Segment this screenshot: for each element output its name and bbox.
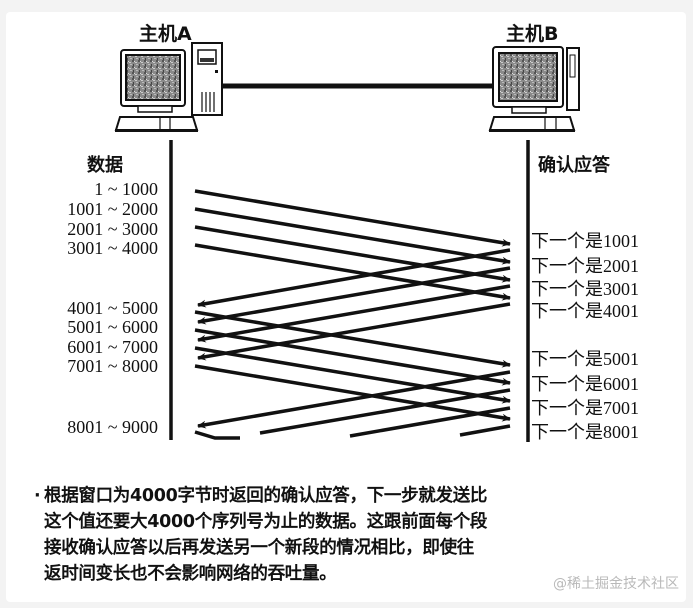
data-segment-label: 4001 ~ 5000 xyxy=(67,298,158,318)
data-segment-label: 3001 ~ 4000 xyxy=(67,238,158,258)
caption-line: 返时间变长也不会影响网络的吞吐量。 xyxy=(44,564,337,584)
data-segment-label: 7001 ~ 8000 xyxy=(67,356,158,376)
caption-line: 这个值还要大4000个序列号为止的数据。这跟前面每个段 xyxy=(44,512,488,532)
data-segment-label: 6001 ~ 7000 xyxy=(67,337,158,357)
caption-line: 根据窗口为4000字节时返回的确认应答，下一步就发送比 xyxy=(44,486,488,506)
data-column-title: 数据 xyxy=(87,155,123,176)
data-segment-label: 2001 ~ 3000 xyxy=(67,219,158,239)
ack-column-title: 确认应答 xyxy=(538,155,610,176)
host-b-label: 主机B xyxy=(506,23,559,45)
data-segment-label: 1 ~ 1000 xyxy=(94,179,158,199)
bullet-marker: · xyxy=(34,486,41,506)
watermark: @稀土掘金技术社区 xyxy=(553,576,679,592)
ack-label: 下一个是7001 xyxy=(531,398,639,418)
ack-label: 下一个是6001 xyxy=(531,374,639,394)
ack-arrows xyxy=(197,248,511,438)
data-segment-label: 1001 ~ 2000 xyxy=(67,199,158,219)
data-segment-label: 8001 ~ 9000 xyxy=(67,417,158,437)
host-a-computer-icon xyxy=(114,42,223,132)
ack-label: 下一个是3001 xyxy=(531,279,639,299)
ack-label: 下一个是1001 xyxy=(531,231,639,251)
sliding-window-diagram xyxy=(114,42,580,442)
figure-caption: · 根据窗口为4000字节时返回的确认应答，下一步就发送比 这个值还要大4000… xyxy=(34,483,634,587)
data-segment-label: 5001 ~ 6000 xyxy=(67,317,158,337)
caption-line: 接收确认应答以后再发送另一个新段的情况相比，即使往 xyxy=(44,538,474,558)
ack-label: 下一个是5001 xyxy=(531,349,639,369)
host-a-label: 主机A xyxy=(139,23,192,45)
data-segment-arrows xyxy=(194,189,511,440)
ack-label: 下一个是4001 xyxy=(531,301,639,321)
ack-label: 下一个是2001 xyxy=(531,256,639,276)
ack-label: 下一个是8001 xyxy=(531,422,639,442)
host-b-computer-icon xyxy=(488,46,580,132)
